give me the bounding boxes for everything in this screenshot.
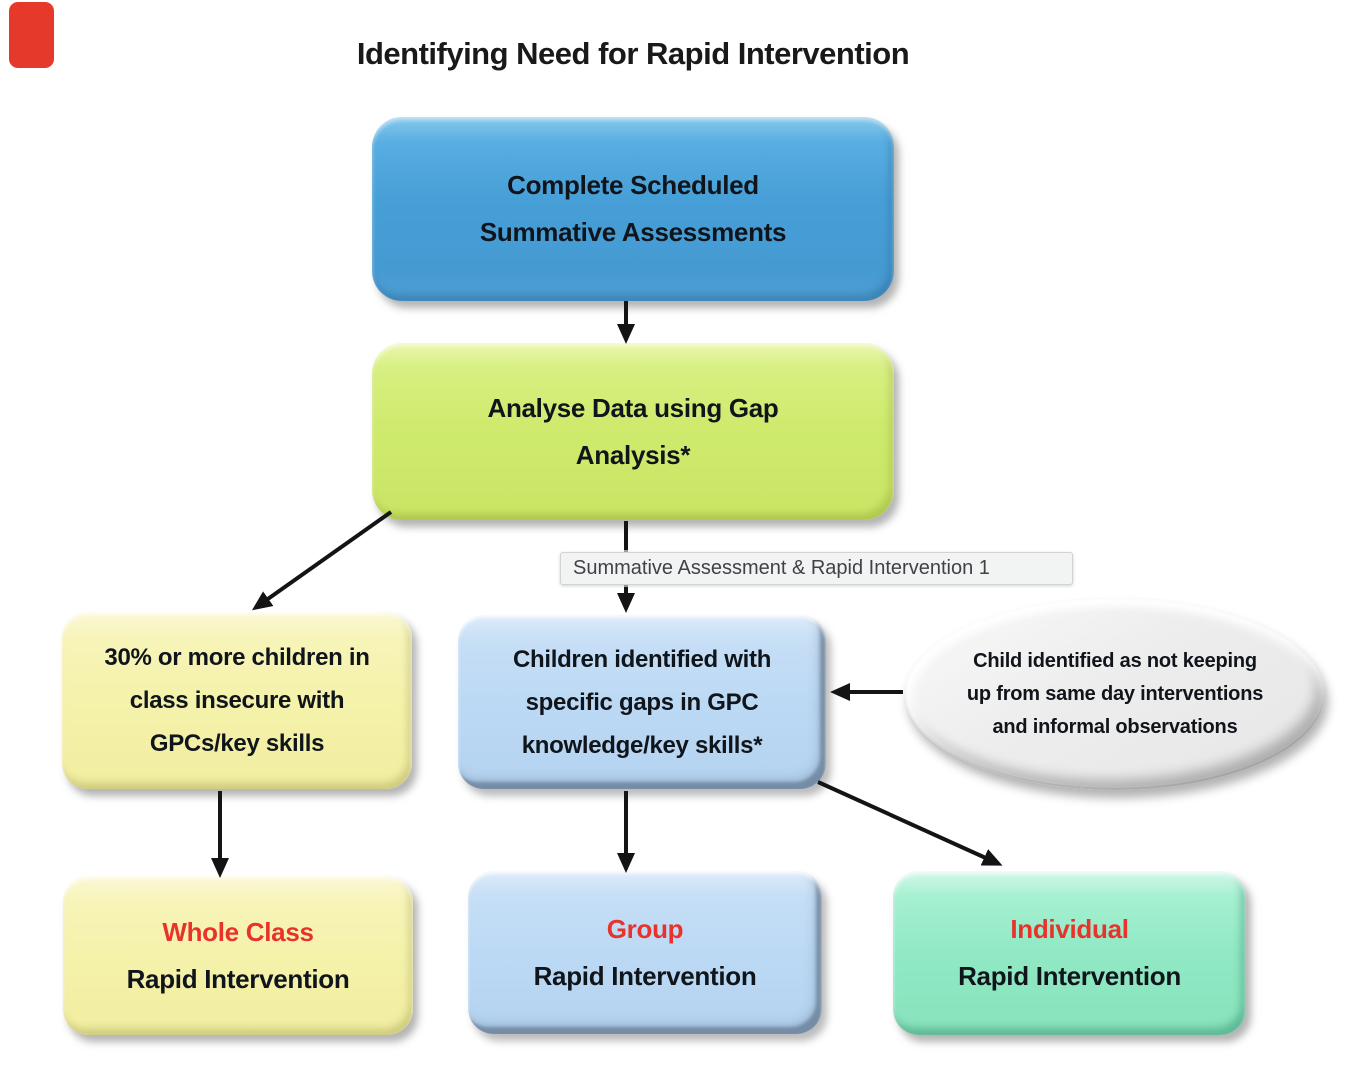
link-tooltip-text: Summative Assessment & Rapid Interventio… (573, 557, 990, 579)
node-group-rapid-intervention: Group Rapid Intervention (468, 871, 822, 1034)
node-label: 30% or more children in class insecure w… (104, 644, 370, 757)
ellipse-child-not-keeping-up: Child identified as not keeping up from … (905, 598, 1325, 790)
node-label: Analyse Data using Gap Analysis* (487, 392, 779, 470)
node-label: Rapid Intervention (533, 960, 757, 991)
arrow-analyse-to-class30 (251, 510, 393, 611)
node-complete-scheduled-assessments: Complete Scheduled Summative Assessments (372, 117, 894, 301)
node-individual-rapid-intervention: Individual Rapid Intervention (893, 871, 1246, 1035)
node-whole-class-rapid-intervention: Whole Class Rapid Intervention (63, 876, 413, 1035)
node-label: Child identified as not keeping up from … (966, 649, 1264, 738)
node-label: Rapid Intervention (958, 961, 1181, 991)
node-analyse-data-gap-analysis: Analyse Data using Gap Analysis* (372, 343, 894, 520)
node-label: Children identified with specific gaps i… (512, 645, 772, 759)
node-highlight: Individual (1010, 914, 1129, 944)
corner-red-marker (9, 2, 54, 68)
link-tooltip: Summative Assessment & Rapid Interventio… (560, 552, 1073, 585)
node-label: Rapid Intervention (126, 963, 350, 994)
node-label: Complete Scheduled Summative Assessments (479, 170, 787, 247)
node-highlight: Whole Class (162, 916, 314, 947)
node-highlight: Group (606, 913, 684, 944)
page-title: Identifying Need for Rapid Intervention (356, 36, 910, 71)
node-class-insecure-gpcs: 30% or more children in class insecure w… (62, 612, 412, 789)
node-children-identified-gaps: Children identified with specific gaps i… (458, 615, 826, 789)
arrow-gaps-to-individual (817, 780, 1003, 866)
